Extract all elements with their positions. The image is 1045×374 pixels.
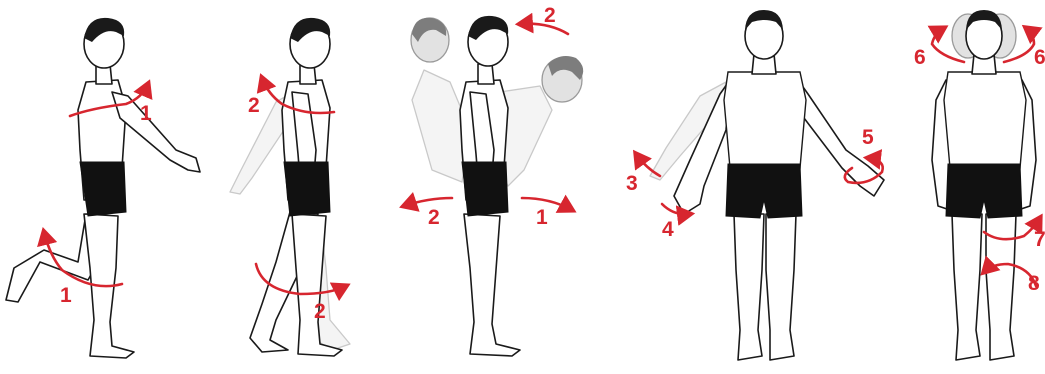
figure-2-hip-label: 2 bbox=[314, 300, 326, 323]
figure-3-side-view: 2 2 1 bbox=[404, 4, 583, 356]
figure-4-left-leg bbox=[734, 214, 764, 360]
figure-5-torso bbox=[944, 72, 1026, 168]
figure-3-front-label: 1 bbox=[536, 206, 548, 229]
figure-4-label-5: 5 bbox=[862, 126, 874, 149]
figure-1-shorts bbox=[80, 162, 126, 216]
figure-3-neck bbox=[478, 64, 494, 84]
figure-1-shoulder-label: 1 bbox=[140, 102, 152, 125]
figure-2-shoulder-label: 2 bbox=[248, 94, 260, 117]
figure-1-side-view: 1 1 bbox=[6, 18, 200, 358]
figure-3-back-label: 2 bbox=[428, 206, 440, 229]
figure-5-left-leg bbox=[952, 214, 982, 360]
figure-4-front-view: 3 4 5 bbox=[626, 10, 884, 360]
figure-2-side-view: 2 2 bbox=[230, 18, 350, 356]
figure-5-shorts bbox=[946, 164, 1022, 218]
figure-3-shorts bbox=[462, 162, 508, 216]
figure-5-label-7: 7 bbox=[1034, 228, 1045, 251]
figure-5-label-6-left: 6 bbox=[914, 46, 926, 69]
figure-5-label-6-right: 6 bbox=[1034, 46, 1045, 69]
figure-2-shorts bbox=[284, 162, 330, 216]
figure-5-front-view: 6 6 7 8 bbox=[914, 10, 1045, 360]
figure-1-hip-label: 1 bbox=[60, 284, 72, 307]
figure-4-shorts bbox=[726, 164, 802, 218]
figure-4-label-4: 4 bbox=[662, 218, 674, 241]
figure-3-head-label: 2 bbox=[544, 4, 556, 27]
figure-4-right-leg bbox=[766, 214, 796, 360]
figure-5-label-8: 8 bbox=[1028, 272, 1040, 295]
figure-4-torso bbox=[724, 72, 806, 168]
figure-3-leg bbox=[464, 214, 520, 356]
figure-3-back-arrow bbox=[404, 198, 452, 206]
figure-4-label-3: 3 bbox=[626, 172, 638, 195]
